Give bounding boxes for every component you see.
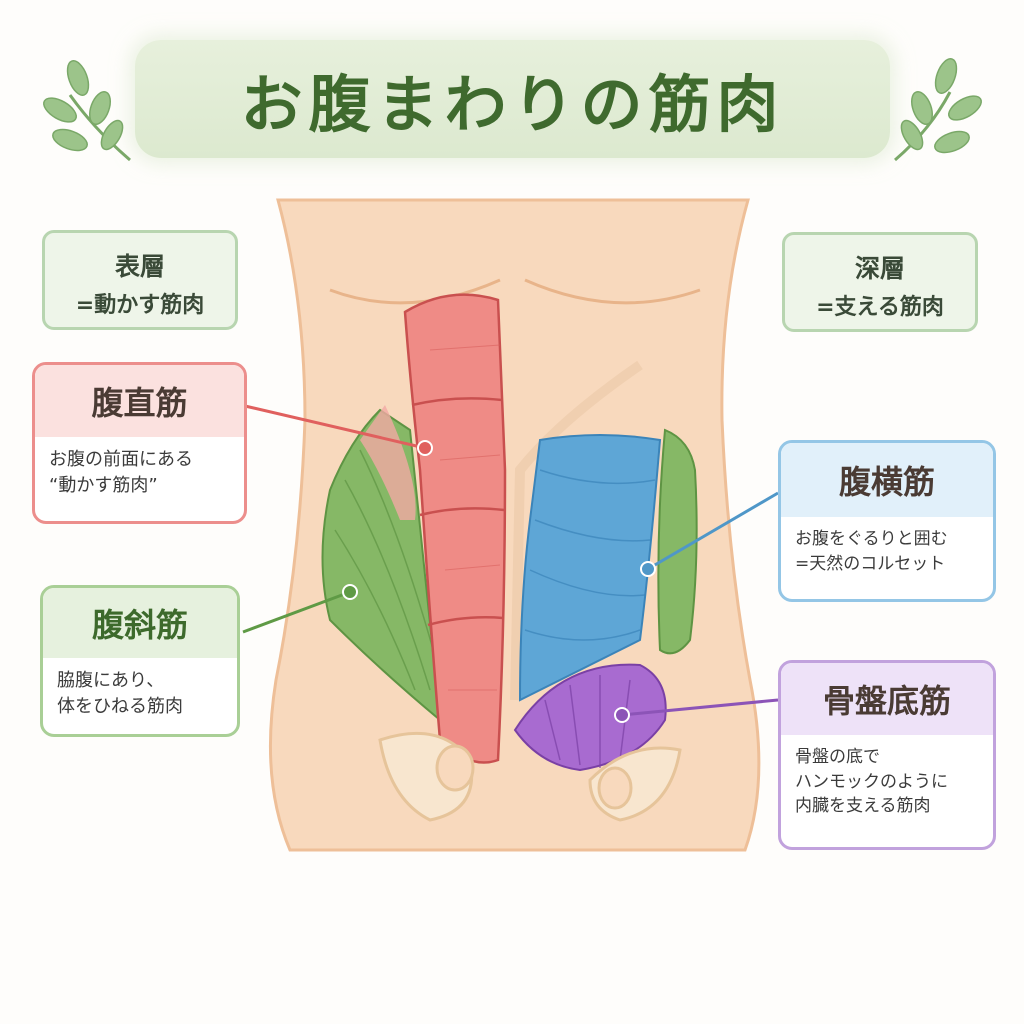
- leader-pelvic: [621, 698, 779, 717]
- transverse-desc-2: =天然のコルセット: [795, 553, 946, 574]
- rectus-desc-2: “動かす筋肉”: [49, 475, 158, 497]
- leader-oblique: [242, 590, 351, 634]
- transverse-name: 腹横筋: [838, 463, 935, 501]
- leaf-sprig-left-icon: [43, 60, 131, 162]
- transverse-desc-1: お腹をぐるりと囲む: [795, 529, 948, 549]
- rectus-card: 腹直筋 お腹の前面にある “動かす筋肉”: [32, 362, 247, 524]
- pelvic-desc-2: ハンモックのように: [795, 771, 948, 792]
- page-title: お腹まわりの筋肉: [240, 68, 785, 141]
- surface-layer-note: =動かす筋肉: [75, 293, 205, 318]
- deep-layer-label: 深層: [854, 254, 905, 283]
- oblique-desc-2: 体をひねる筋肉: [57, 696, 183, 718]
- oblique-card: 腹斜筋 脇腹にあり、 体をひねる筋肉: [40, 585, 240, 737]
- leaf-sprig-right-icon: [894, 58, 982, 162]
- leader-transverse: [647, 491, 779, 571]
- rectus-desc-1: お腹の前面にある: [49, 449, 193, 470]
- surface-layer-label: 表層: [114, 252, 165, 281]
- transverse-card: 腹横筋 お腹をぐるりと囲む =天然のコルセット: [778, 440, 996, 602]
- oblique-name: 腹斜筋: [91, 606, 188, 644]
- pelvic-desc-1: 骨盤の底で: [795, 747, 880, 767]
- surface-layer-box: 表層 =動かす筋肉: [42, 230, 238, 330]
- transverse-muscle: [518, 434, 662, 702]
- rectus-name: 腹直筋: [91, 384, 188, 422]
- pelvic-name: 骨盤底筋: [822, 682, 951, 720]
- pelvis-bones: [378, 731, 682, 822]
- pelvic-desc-3: 内臓を支える筋肉: [795, 796, 931, 817]
- deep-layer-box: 深層 =支える筋肉: [782, 232, 978, 332]
- oblique-desc-1: 脇腹にあり、: [57, 670, 165, 691]
- title-banner: お腹まわりの筋肉: [135, 40, 890, 158]
- deep-layer-note: =支える筋肉: [816, 295, 944, 320]
- pelvic-card: 骨盤底筋 骨盤の底で ハンモックのように 内臓を支える筋肉: [778, 660, 996, 850]
- leader-rectus: [244, 404, 426, 450]
